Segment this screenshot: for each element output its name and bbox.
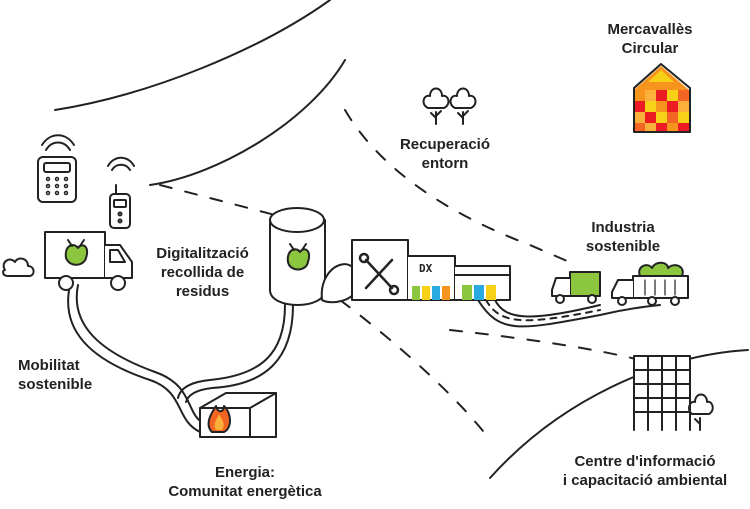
building-sign: DX — [419, 262, 433, 275]
hill-curve-bottom-right — [489, 349, 749, 479]
road-centerline — [485, 299, 601, 322]
tree-icon — [422, 87, 477, 125]
pipe-to-truck — [67, 284, 201, 433]
dashed-lines — [159, 109, 641, 441]
waste-bag-icon — [64, 239, 88, 266]
tower-icon — [633, 355, 714, 431]
pipe-to-tank — [177, 304, 286, 399]
phone-icon — [37, 134, 77, 203]
label-energia: Energia:Comunitat energètica — [168, 464, 322, 500]
walkie-talkie-icon — [107, 156, 135, 229]
road-edge — [494, 299, 601, 318]
lorry-icon — [611, 261, 689, 306]
fire-icon — [207, 405, 231, 433]
hill-curve-middle — [149, 59, 346, 186]
tank-icon — [269, 207, 326, 306]
green-truck-icon — [551, 271, 601, 304]
exhaust-cloud — [2, 257, 35, 277]
pipe-to-truck-inner — [75, 284, 206, 425]
hill-curve-top — [54, 0, 331, 111]
mosaic-house-icon — [634, 66, 689, 132]
pipe-to-tank-inner — [185, 304, 294, 403]
tools-icon — [358, 252, 400, 296]
road — [477, 299, 661, 328]
mosaic-house-outline — [633, 63, 691, 133]
